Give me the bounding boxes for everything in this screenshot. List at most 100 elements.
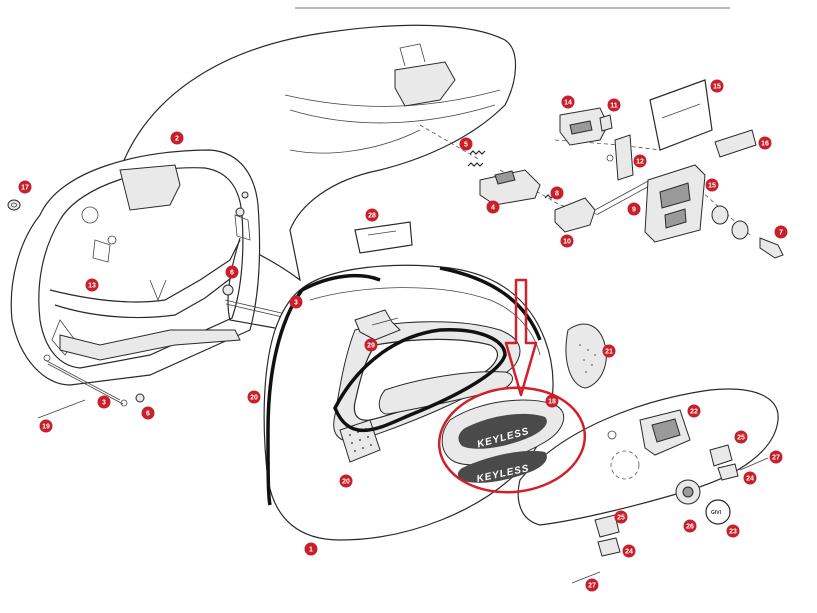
callout-c3a: 3	[289, 295, 303, 309]
callout-number: 26	[686, 523, 694, 530]
callout-c20a: 20	[247, 390, 261, 404]
callout-dot	[459, 137, 473, 151]
red-highlight-ellipse	[437, 386, 587, 494]
callout-dot	[289, 295, 303, 309]
callout-dot	[585, 578, 599, 592]
callout-number: 28	[368, 212, 376, 219]
callout-dot	[339, 474, 353, 488]
callout-dot	[758, 136, 772, 150]
callout-number: 4	[491, 204, 495, 211]
callout-number: 1	[309, 546, 313, 553]
callout-dot	[225, 265, 239, 279]
outline-case-edge	[266, 273, 381, 506]
callout-c22: 22	[687, 404, 701, 418]
callout-dot	[683, 519, 697, 533]
callout-number: 22	[690, 408, 698, 415]
callout-number: 8	[555, 190, 559, 197]
callout-c24a: 24	[743, 471, 757, 485]
callout-c25a: 25	[734, 430, 748, 444]
callout-number: 10	[563, 238, 571, 245]
callout-c16: 16	[758, 136, 772, 150]
callout-c13: 13	[85, 278, 99, 292]
callout-dot	[39, 419, 53, 433]
outline-inner-recess	[333, 328, 507, 433]
callout-number: 15	[708, 182, 716, 189]
callout-number: 16	[761, 140, 769, 147]
callout-c21: 21	[602, 344, 616, 358]
callout-dot	[687, 404, 701, 418]
callout-number: 17	[21, 184, 29, 191]
callout-c24b: 24	[622, 544, 636, 558]
callout-dot	[774, 225, 788, 239]
callout-number: 24	[746, 475, 754, 482]
callout-number: 20	[342, 478, 350, 485]
callout-dot	[247, 390, 261, 404]
callout-c11: 11	[607, 98, 621, 112]
callout-number: 9	[632, 206, 636, 213]
callout-number: 3	[294, 299, 298, 306]
callout-number: 12	[636, 158, 644, 165]
callout-dot	[561, 95, 575, 109]
callout-c5: 5	[459, 137, 473, 151]
callout-dot	[627, 202, 641, 216]
callout-number: 29	[367, 342, 375, 349]
callout-c14: 14	[561, 95, 575, 109]
callout-c27a: 27	[769, 450, 783, 464]
callout-number: 24	[625, 548, 633, 555]
washer-17	[7, 199, 21, 211]
callout-number: 15	[713, 83, 721, 90]
callout-number: 6	[230, 269, 234, 276]
callout-number: 13	[88, 282, 96, 289]
callout-dot	[365, 208, 379, 222]
callout-c15b: 15	[705, 178, 719, 192]
callout-c19: 19	[39, 419, 53, 433]
callout-dot	[633, 154, 647, 168]
callout-dot	[607, 98, 621, 112]
callout-c2: 2	[170, 131, 184, 145]
callout-markers: 1233456678910111213141515161718192020212…	[18, 79, 788, 592]
callout-number: 7	[779, 229, 783, 236]
givi-badge-text: GIVI	[711, 510, 722, 516]
callout-number: 25	[617, 514, 625, 521]
callout-c7: 7	[774, 225, 788, 239]
callout-c28: 28	[365, 208, 379, 222]
red-pointer-arrow	[504, 278, 538, 397]
callout-c3b: 3	[97, 395, 111, 409]
callout-c23: 23	[726, 524, 740, 538]
callout-dot	[560, 234, 574, 248]
callout-dot	[545, 394, 559, 408]
callout-dot	[734, 430, 748, 444]
callout-dot	[705, 178, 719, 192]
callout-c6b: 6	[141, 406, 155, 420]
callout-number: 19	[42, 423, 50, 430]
callout-dot	[364, 338, 378, 352]
front-cover-panel: KEYLESS KEYLESS GIVI	[441, 323, 779, 584]
callout-number: 27	[772, 454, 780, 461]
callout-dot	[602, 344, 616, 358]
callout-dot	[769, 450, 783, 464]
callout-number: 20	[250, 394, 258, 401]
callout-dot	[304, 542, 318, 556]
callout-c15a: 15	[710, 79, 724, 93]
callout-number: 21	[605, 348, 613, 355]
callout-number: 6	[146, 410, 150, 417]
callout-c17: 17	[18, 180, 32, 194]
callout-number: 3	[102, 399, 106, 406]
callout-c20b: 20	[339, 474, 353, 488]
callout-dot	[18, 180, 32, 194]
outline-lid-top	[439, 266, 542, 341]
callout-dot	[486, 200, 500, 214]
callout-dot	[710, 79, 724, 93]
lock-mechanism	[419, 79, 784, 259]
callout-number: 18	[548, 398, 556, 405]
callout-number: 27	[588, 582, 596, 589]
callout-c27b: 27	[585, 578, 599, 592]
callout-c10: 10	[560, 234, 574, 248]
callout-dot	[85, 278, 99, 292]
callout-dot	[141, 406, 155, 420]
callout-number: 2	[175, 135, 179, 142]
nut-6-bottom	[135, 393, 145, 403]
callout-dot	[614, 510, 628, 524]
callout-c6a: 6	[225, 265, 239, 279]
